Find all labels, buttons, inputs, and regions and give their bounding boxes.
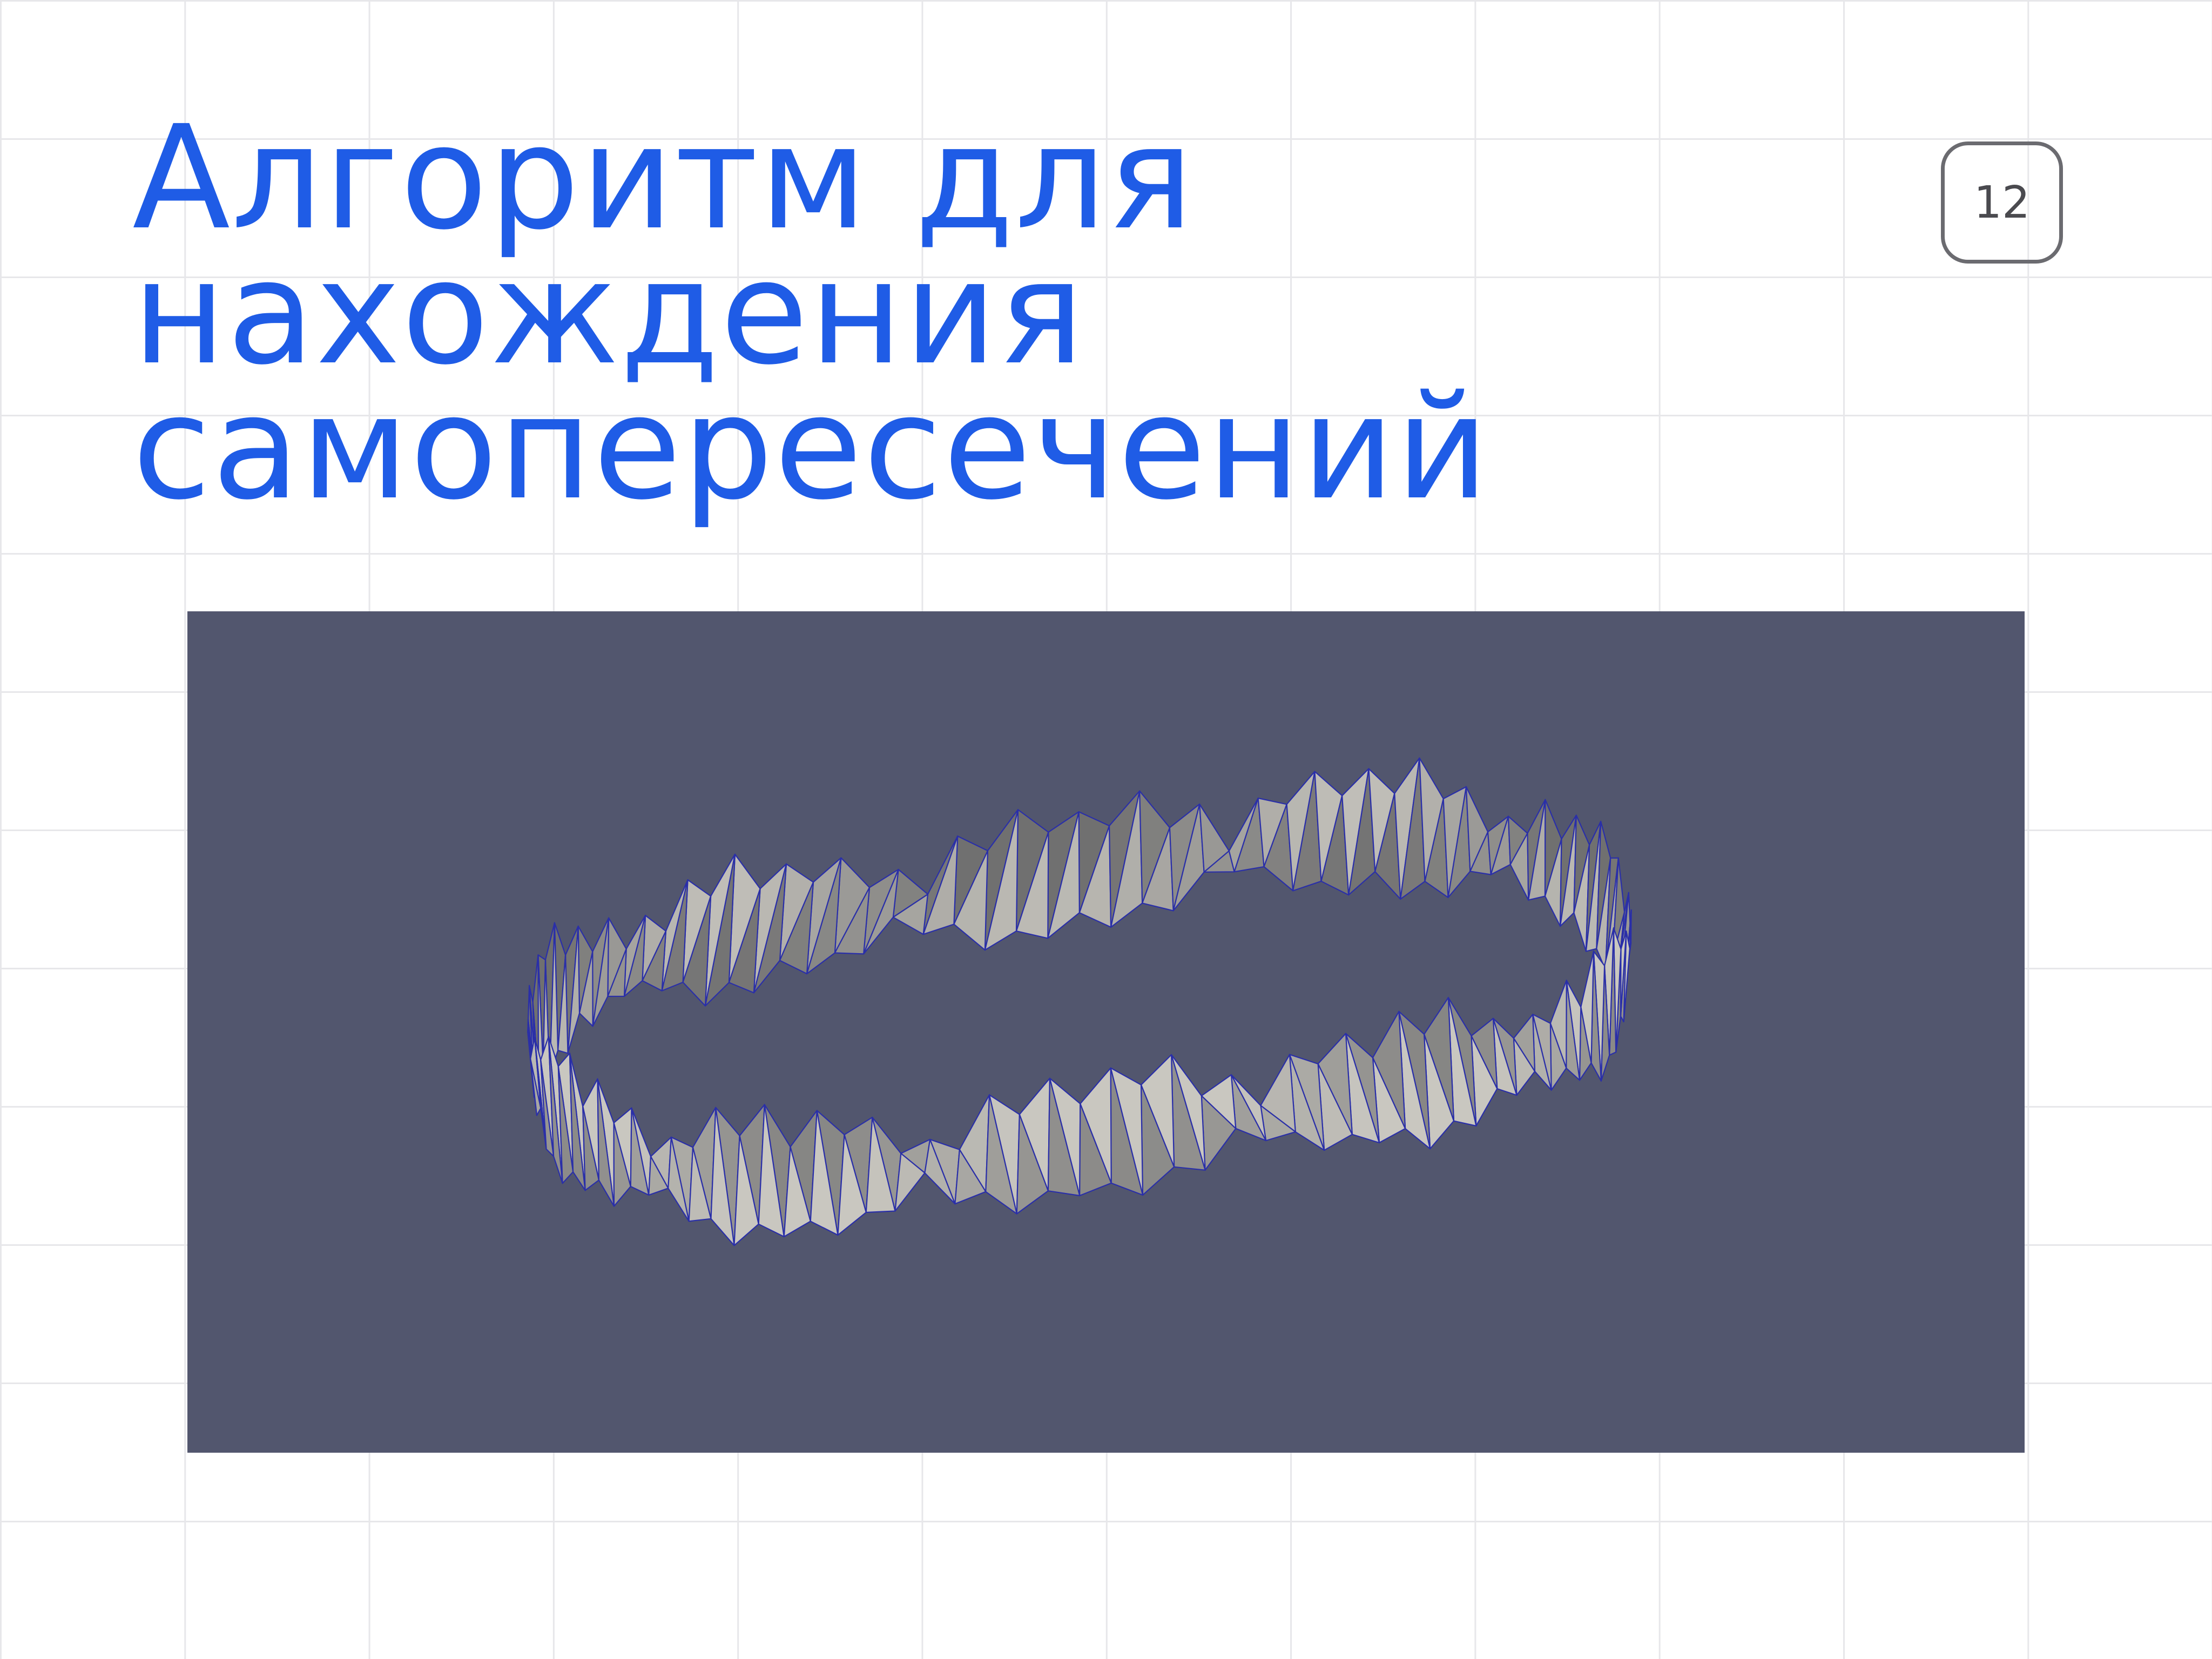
mesh-triangle <box>661 879 689 992</box>
mesh-triangle <box>985 1094 1017 1215</box>
mesh-triangle <box>667 1136 690 1222</box>
mesh-triangle <box>810 1110 839 1236</box>
mesh-triangle <box>569 1053 586 1191</box>
mesh-triangle <box>582 1105 600 1191</box>
mesh-triangle <box>984 809 1019 951</box>
mesh-triangle <box>924 1138 956 1205</box>
mesh-triangle <box>557 954 569 1054</box>
mesh-triangle <box>733 1135 759 1246</box>
mesh-triangle <box>1016 1114 1049 1215</box>
page-number-badge: 12 <box>1941 141 2063 264</box>
mesh-triangle <box>806 857 842 975</box>
mesh-triangle <box>728 888 761 994</box>
mesh-triangle <box>865 1116 896 1213</box>
mesh-triangle <box>597 1078 615 1207</box>
mesh-triangle <box>1047 1077 1081 1197</box>
mesh-triangle <box>613 1122 631 1207</box>
slide-title-line-2: самопересечений <box>132 365 1490 531</box>
mesh-triangle <box>892 893 929 935</box>
mesh-triangle <box>753 863 787 994</box>
mesh-triangle <box>954 1149 987 1205</box>
mesh-triangle <box>1079 1103 1112 1197</box>
mesh-triangle <box>1015 831 1049 939</box>
mesh-triangle <box>557 1065 574 1184</box>
mesh-triangle <box>540 1059 555 1157</box>
mesh-triangle <box>682 895 712 1007</box>
twisted-ribbon-mesh <box>527 757 1632 1246</box>
mesh-triangle <box>578 950 594 1027</box>
mesh-triangle <box>534 1036 547 1150</box>
mesh-triangle <box>863 868 899 955</box>
mesh-triangle <box>894 1152 926 1212</box>
mesh-triangle <box>548 1036 563 1184</box>
mesh-triangle <box>758 1104 785 1238</box>
mesh-triangle <box>642 930 667 992</box>
mesh-triangle <box>783 1146 811 1238</box>
mesh-triangle <box>567 925 581 1054</box>
mesh-triangle <box>630 1107 650 1196</box>
mesh-triangle <box>592 917 610 1027</box>
mesh-triangle <box>530 1058 542 1116</box>
slide-title: Алгоритм для нахождения самопересечений <box>132 95 1914 531</box>
mesh-triangle <box>837 1134 867 1236</box>
mesh-triangle <box>688 1147 712 1222</box>
mesh-triangle <box>779 881 814 975</box>
mesh-render-viewport <box>187 611 2025 1453</box>
mesh-triangle <box>704 853 736 1007</box>
slide-title-line-1: Алгоритм для нахождения <box>132 95 1195 396</box>
mesh-triangle <box>834 887 871 955</box>
mesh-triangle <box>623 914 646 997</box>
mesh-triangle <box>710 1107 735 1246</box>
mesh-triangle <box>953 850 989 951</box>
mesh-triangle <box>648 1156 669 1196</box>
mesh-triangle <box>1047 811 1080 939</box>
mesh-triangle <box>607 948 627 997</box>
mesh-triangle <box>922 835 959 935</box>
